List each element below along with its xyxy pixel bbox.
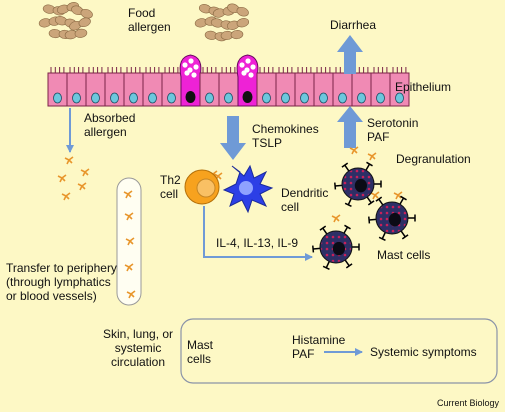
diarrhea-label: Diarrhea [330, 18, 377, 32]
cytokine-arrow [203, 206, 313, 261]
diarrhea-arrow [337, 35, 363, 74]
mast-cell-icon [368, 195, 416, 242]
systemic-symptoms-label: Systemic symptoms [370, 345, 477, 359]
epithelial-cell [104, 67, 125, 107]
epithelium [47, 54, 410, 107]
footer-credit: Current Biology [437, 398, 500, 408]
histamine-label: Histamine PAF [292, 333, 346, 361]
epithelial-cell [161, 67, 182, 107]
transfer-label: Transfer to periphery (through lymphatic… [6, 261, 117, 303]
allergen-particle-icon [124, 263, 134, 272]
peanut-icon [64, 28, 88, 40]
allergen-particle-icon [64, 156, 74, 165]
goblet-cell-icon [179, 54, 202, 107]
epithelial-cell [389, 67, 410, 107]
epithelial-cell [294, 67, 315, 107]
allergen-particle-icon [125, 237, 135, 246]
epithelial-cell [218, 67, 239, 107]
th2-cell-icon [184, 169, 220, 205]
epithelial-cell [66, 67, 87, 107]
allergen-particle-icon [123, 190, 133, 199]
mast-cells-label: Mast cells [377, 248, 431, 262]
allergen-particle-icon [393, 191, 403, 200]
epithelial-cell [275, 67, 296, 107]
peanut-icon [220, 30, 244, 40]
epithelial-cell [123, 67, 144, 107]
cytokines-label: IL-4, IL-13, IL-9 [216, 236, 299, 250]
epithelial-cell [199, 67, 220, 107]
allergen-particle-icon [57, 174, 67, 183]
th2-cell-label: Th2 cell [160, 173, 181, 201]
allergen-particle-icon [331, 214, 341, 223]
box-mast-cells-label: Mast cells [187, 338, 214, 366]
goblet-cell-icon [236, 54, 259, 107]
allergen-particle-icon [77, 182, 87, 191]
food-allergen-label: Food allergen [128, 6, 171, 34]
serotonin-arrow [337, 106, 363, 148]
food-allergen-peanuts [38, 2, 250, 42]
epithelial-cell [351, 67, 372, 107]
peanut-icon [212, 6, 236, 18]
peanut-icon [69, 17, 91, 31]
epithelial-cell [256, 67, 277, 107]
epithelial-cell [47, 67, 68, 107]
epithelial-cell [142, 67, 163, 107]
chemokines-arrow [220, 116, 246, 160]
peanut-icon [71, 5, 93, 19]
allergen-particle-icon [349, 146, 359, 155]
degranulation-label: Degranulation [396, 152, 471, 166]
absorbed-allergen-label: Absorbed allergen [84, 111, 136, 139]
epithelial-cell [370, 67, 391, 107]
allergen-particle-icon [370, 191, 380, 200]
allergen-particle-icon [126, 290, 136, 299]
chemokines-label: Chemokines TSLP [252, 122, 319, 150]
dendritic-cell-label: Dendritic cell [281, 186, 329, 214]
epithelial-cell [85, 67, 106, 107]
peanut-icon [227, 3, 249, 17]
serotonin-label: Serotonin PAF [367, 116, 419, 144]
dendritic-cell-icon [222, 164, 274, 214]
allergen-particle-icon [80, 168, 90, 177]
allergen-particle-icon [124, 212, 134, 221]
skin-lung-label: Skin, lung, or systemic circulation [103, 327, 174, 369]
allergen-particle-icon [367, 152, 377, 161]
allergen-particle-icon [61, 192, 71, 201]
epithelial-cell [313, 67, 334, 107]
mast-cell-icon [334, 161, 382, 208]
mast-cell-icon [312, 224, 360, 271]
peanut-icon [226, 18, 250, 30]
epithelium-label: Epithelium [395, 80, 452, 94]
